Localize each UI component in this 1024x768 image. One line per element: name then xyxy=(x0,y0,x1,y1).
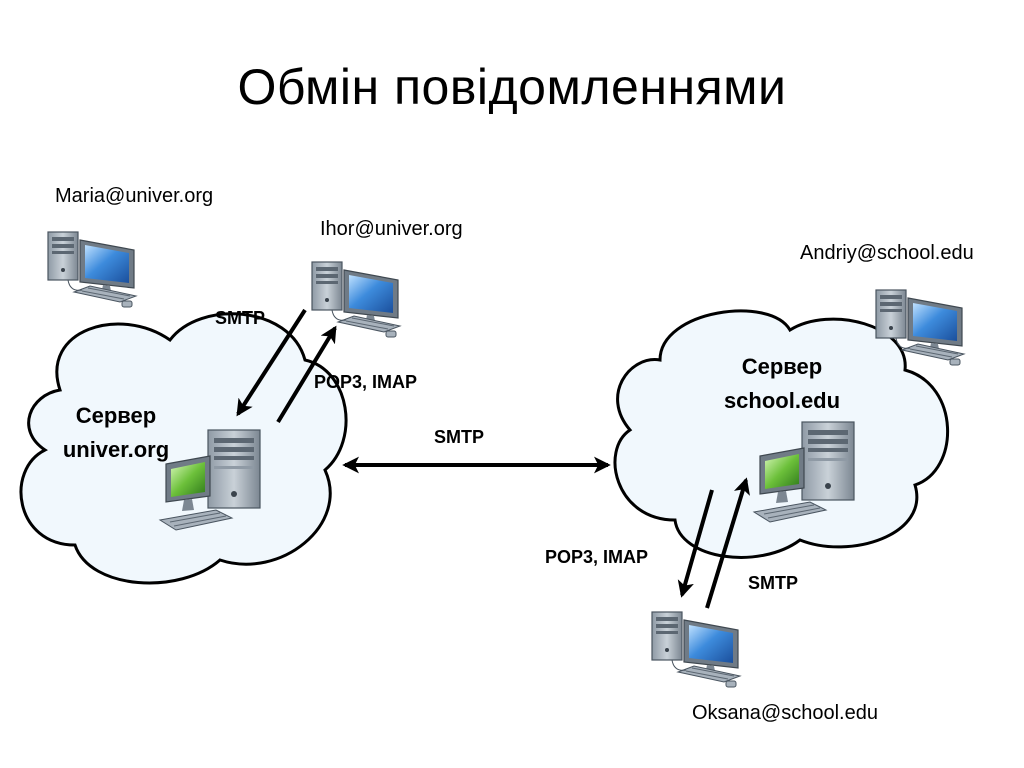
arrow-ihor-to-univer-smtp xyxy=(236,308,307,417)
label-oksana: Oksana@school.edu xyxy=(692,702,878,724)
workstation-maria-icon xyxy=(47,231,137,308)
arrow-school-to-oksana-pop xyxy=(677,489,714,598)
server-school-label-line2: school.edu xyxy=(724,388,840,413)
arrow-oksana-to-school-smtp xyxy=(705,477,750,609)
cloud-univer xyxy=(19,312,348,585)
label-maria: Maria@univer.org xyxy=(55,185,213,207)
server-univer-label-line2: univer.org xyxy=(63,437,169,462)
server-school-label-line1: Сервер xyxy=(742,354,822,379)
slide-title: Обмін повідомленнями xyxy=(237,59,787,115)
workstation-oksana-icon xyxy=(651,611,741,688)
label-andriy: Andriy@school.edu xyxy=(800,242,974,264)
server-univer-label-line1: Сервер xyxy=(76,403,156,428)
protocol-ihor-smtp: SMTP xyxy=(215,308,265,328)
protocol-oksana-smtp: SMTP xyxy=(748,573,798,593)
cloud-school xyxy=(613,309,949,559)
protocol-ihor-pop: POP3, IMAP xyxy=(314,372,417,392)
workstation-ihor-icon xyxy=(311,261,401,338)
protocol-server-smtp: SMTP xyxy=(434,427,484,447)
label-ihor: Ihor@univer.org xyxy=(320,218,463,240)
protocol-oksana-pop: POP3, IMAP xyxy=(545,547,648,567)
arrow-univer-to-ihor-pop xyxy=(276,325,337,424)
